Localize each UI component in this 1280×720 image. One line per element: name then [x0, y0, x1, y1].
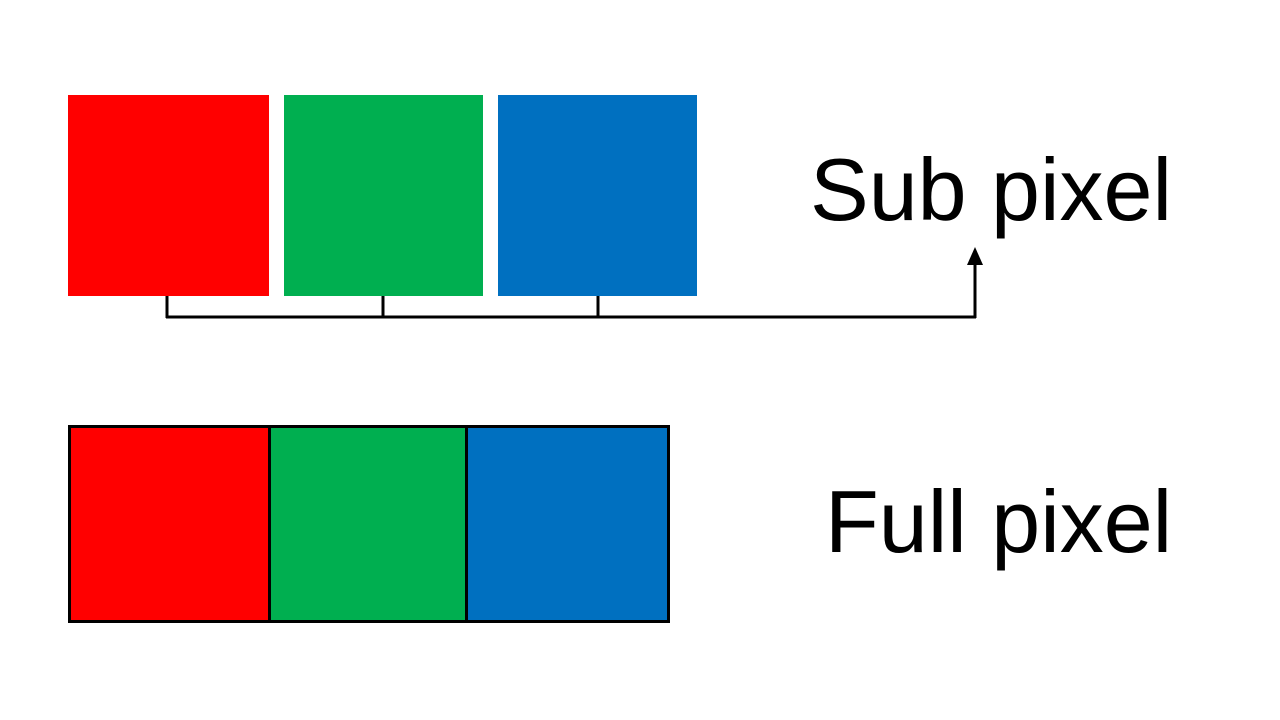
sub-pixel-swatch-green [284, 95, 483, 296]
sub-pixel-swatch-red [68, 95, 269, 296]
sub-pixel-swatch-blue [498, 95, 697, 296]
full-pixel-cell-green [271, 428, 468, 620]
full-pixel-cell-blue [468, 428, 667, 620]
full-pixel-cell-red [71, 428, 271, 620]
sub-pixel-label: Sub pixel [810, 140, 1173, 239]
full-pixel-label: Full pixel [825, 472, 1173, 571]
bracket-arrow-head-icon [967, 247, 983, 265]
full-pixel-group [68, 425, 670, 623]
